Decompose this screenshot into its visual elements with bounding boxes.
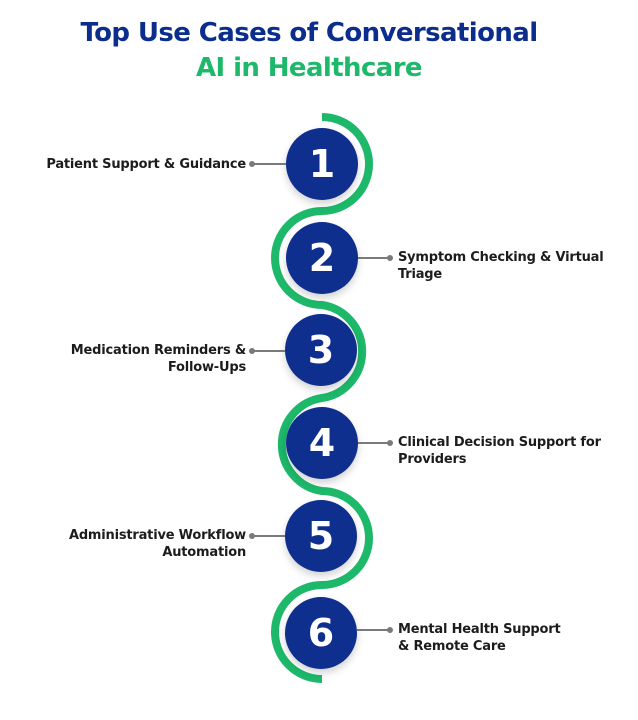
step-1-number: 1 (308, 142, 336, 186)
step-2-label-line1: Symptom Checking & Virtual (398, 250, 604, 265)
step-4-label: Clinical Decision Support for Providers (398, 434, 628, 468)
step-5-label-line1: Administrative Workflow (68, 528, 246, 543)
step-3-label-line1: Medication Reminders & (70, 343, 246, 358)
step-2-dot (387, 255, 393, 261)
step-3-number: 3 (307, 328, 335, 372)
title-line-1: Top Use Cases of Conversational (80, 18, 538, 48)
step-5-dot (249, 533, 255, 539)
step-3-dot (249, 348, 255, 354)
step-6-label-line1: Mental Health Support (398, 622, 561, 637)
step-6-number: 6 (307, 611, 335, 655)
step-4-number: 4 (308, 421, 336, 465)
step-1-dot (249, 161, 255, 167)
step-6-circle: 6 (285, 597, 357, 669)
step-4-connector (358, 442, 390, 444)
step-3-label: Medication Reminders & Follow-Ups (6, 342, 246, 376)
step-6-label-line2: & Remote Care (398, 639, 506, 654)
step-3-label-line2: Follow-Ups (167, 360, 246, 375)
step-2-label-line2: Triage (398, 267, 443, 282)
step-5-label: Administrative Workflow Automation (6, 527, 246, 561)
step-2-number: 2 (308, 236, 336, 280)
step-5-number: 5 (307, 514, 335, 558)
step-5-label-line2: Automation (162, 545, 246, 560)
step-3-connector (253, 350, 285, 352)
step-1-circle: 1 (286, 128, 358, 200)
step-2-label: Symptom Checking & Virtual Triage (398, 249, 628, 283)
step-3-circle: 3 (285, 314, 357, 386)
step-6-label: Mental Health Support & Remote Care (398, 621, 628, 655)
step-4-label-line2: Providers (398, 452, 467, 467)
step-6-dot (387, 627, 393, 633)
step-1-label: Patient Support & Guidance (6, 156, 246, 173)
step-6-connector (357, 629, 390, 631)
title-line-2: AI in Healthcare (196, 53, 423, 83)
step-4-circle: 4 (286, 407, 358, 479)
step-4-dot (387, 440, 393, 446)
step-1-connector (253, 163, 286, 165)
step-5-connector (253, 535, 285, 537)
step-4-label-line1: Clinical Decision Support for (398, 435, 601, 450)
step-2-connector (358, 257, 390, 259)
step-1-label-line1: Patient Support & Guidance (46, 157, 246, 172)
step-5-circle: 5 (285, 500, 357, 572)
step-2-circle: 2 (286, 222, 358, 294)
